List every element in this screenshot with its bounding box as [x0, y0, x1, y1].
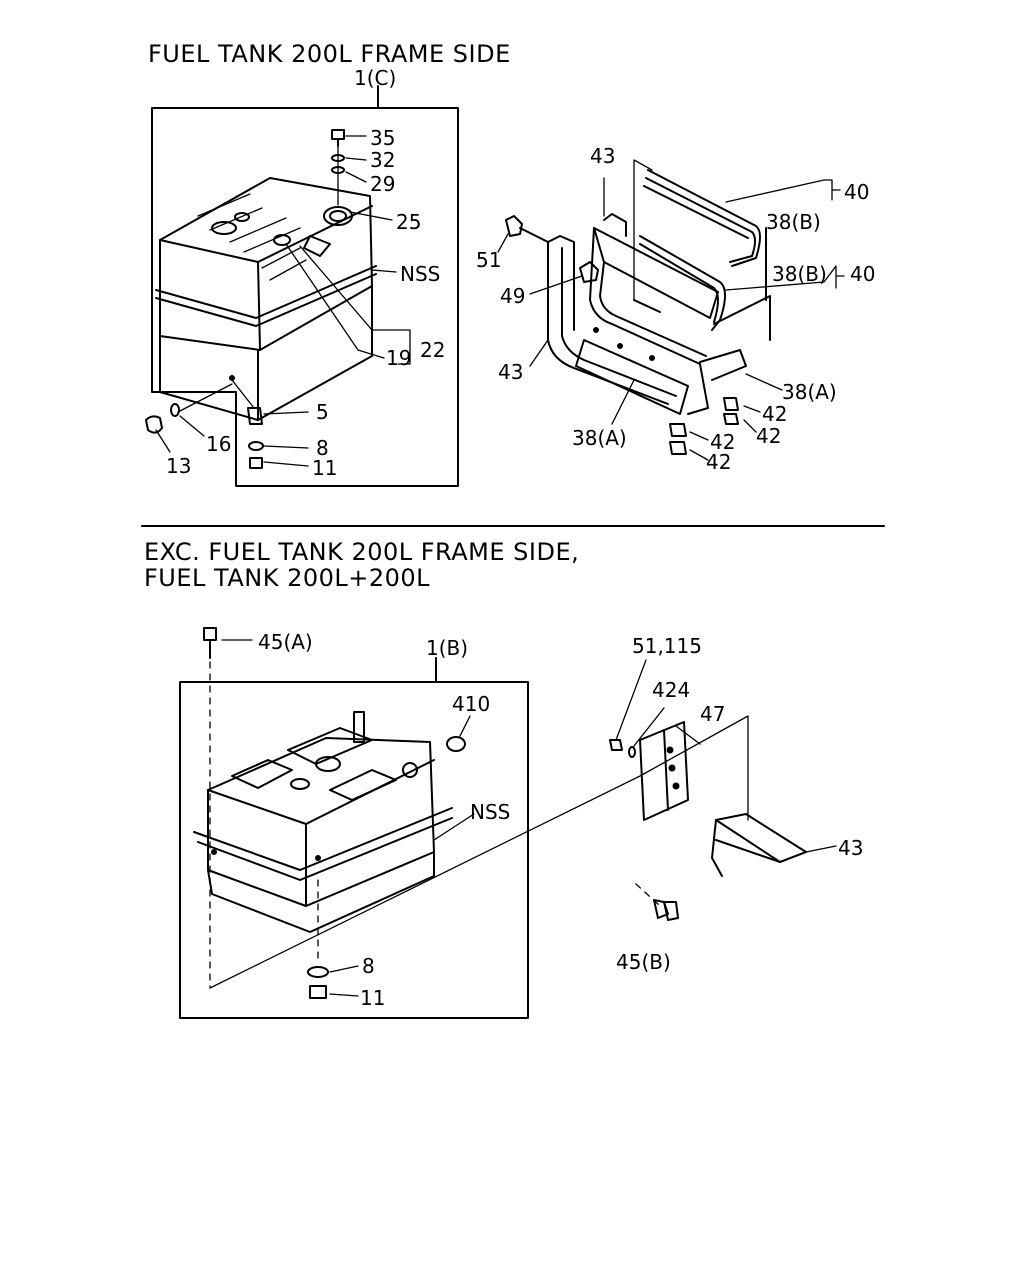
mounting-line [209, 715, 749, 989]
label-38a-left: 38(A) [572, 426, 627, 450]
bolt-45a [203, 627, 253, 989]
label-19: 19 [386, 346, 412, 370]
section-title-bottom-line1: EXC. FUEL TANK 200L FRAME SIDE, [144, 538, 580, 566]
cap-screw-35-washers [331, 129, 367, 206]
label-42-b: 42 [756, 424, 782, 448]
label-32: 32 [370, 148, 396, 172]
label-35: 35 [370, 126, 396, 150]
label-45a: 45(A) [258, 630, 313, 654]
label-424: 424 [652, 678, 691, 702]
label-42-c: 42 [710, 430, 736, 454]
label-51: 51 [476, 248, 502, 272]
tank-bands-assembly [547, 159, 771, 415]
label-29: 29 [370, 172, 396, 196]
label-13: 13 [166, 454, 192, 478]
label-47: 47 [700, 702, 726, 726]
label-43-top: 43 [590, 144, 616, 168]
assembly-frame-1b [179, 681, 529, 1019]
label-8-top: 8 [316, 436, 329, 460]
leader-43-left [529, 339, 549, 367]
bracket-40-lower [725, 265, 845, 291]
label-42-d: 42 [706, 450, 732, 474]
label-5: 5 [316, 400, 329, 424]
label-22: 22 [420, 338, 446, 362]
section-title-top: FUEL TANK 200L FRAME SIDE [148, 40, 511, 68]
drain-8-11 [307, 879, 359, 999]
bolt-45b [635, 883, 679, 921]
label-45b: 45(B) [616, 950, 671, 974]
label-nss-bottom: NSS [470, 800, 511, 824]
label-410: 410 [452, 692, 491, 716]
leader-38a-left [611, 379, 635, 425]
label-8-bottom: 8 [362, 954, 375, 978]
leader-nss-b [433, 813, 475, 841]
section-title-bottom-line2: FUEL TANK 200L+200L [144, 564, 431, 592]
fuel-tank-200l [155, 177, 377, 421]
bracket-40-upper [725, 179, 841, 203]
leader-38a-right [745, 373, 783, 391]
plug-13-washer-16 [145, 383, 233, 453]
bolt-51-nut-49 [497, 215, 599, 295]
label-43-bottom: 43 [838, 836, 864, 860]
bracket-22 [299, 245, 411, 365]
label-25: 25 [396, 210, 422, 234]
assembly-frame-1c [151, 107, 459, 487]
label-assembly-1b: 1(B) [426, 636, 469, 660]
bracket-47-43 [639, 721, 837, 877]
leader-19 [285, 243, 385, 359]
label-assembly-1c: 1(C) [354, 66, 397, 90]
nuts-42 [669, 397, 761, 461]
bolt-51-115-washer-424 [609, 659, 701, 758]
label-11-bottom: 11 [360, 986, 386, 1010]
label-51-115: 51,115 [632, 634, 702, 658]
fuel-tank-200l-b [193, 711, 453, 933]
label-43-left: 43 [498, 360, 524, 384]
label-38a-right: 38(A) [782, 380, 837, 404]
label-38b-lower: 38(B) [772, 262, 827, 286]
drain-plug-stack [231, 379, 309, 469]
label-11-top: 11 [312, 456, 338, 480]
label-49: 49 [500, 284, 526, 308]
cap-410 [446, 715, 471, 752]
label-nss-top: NSS [400, 262, 441, 286]
label-40-upper: 40 [844, 180, 870, 204]
leader-25 [349, 211, 393, 221]
label-40-lower: 40 [850, 262, 876, 286]
leader-nss [371, 269, 397, 273]
label-16: 16 [206, 432, 232, 456]
label-38b-upper: 38(B) [766, 210, 821, 234]
label-42-a: 42 [762, 402, 788, 426]
